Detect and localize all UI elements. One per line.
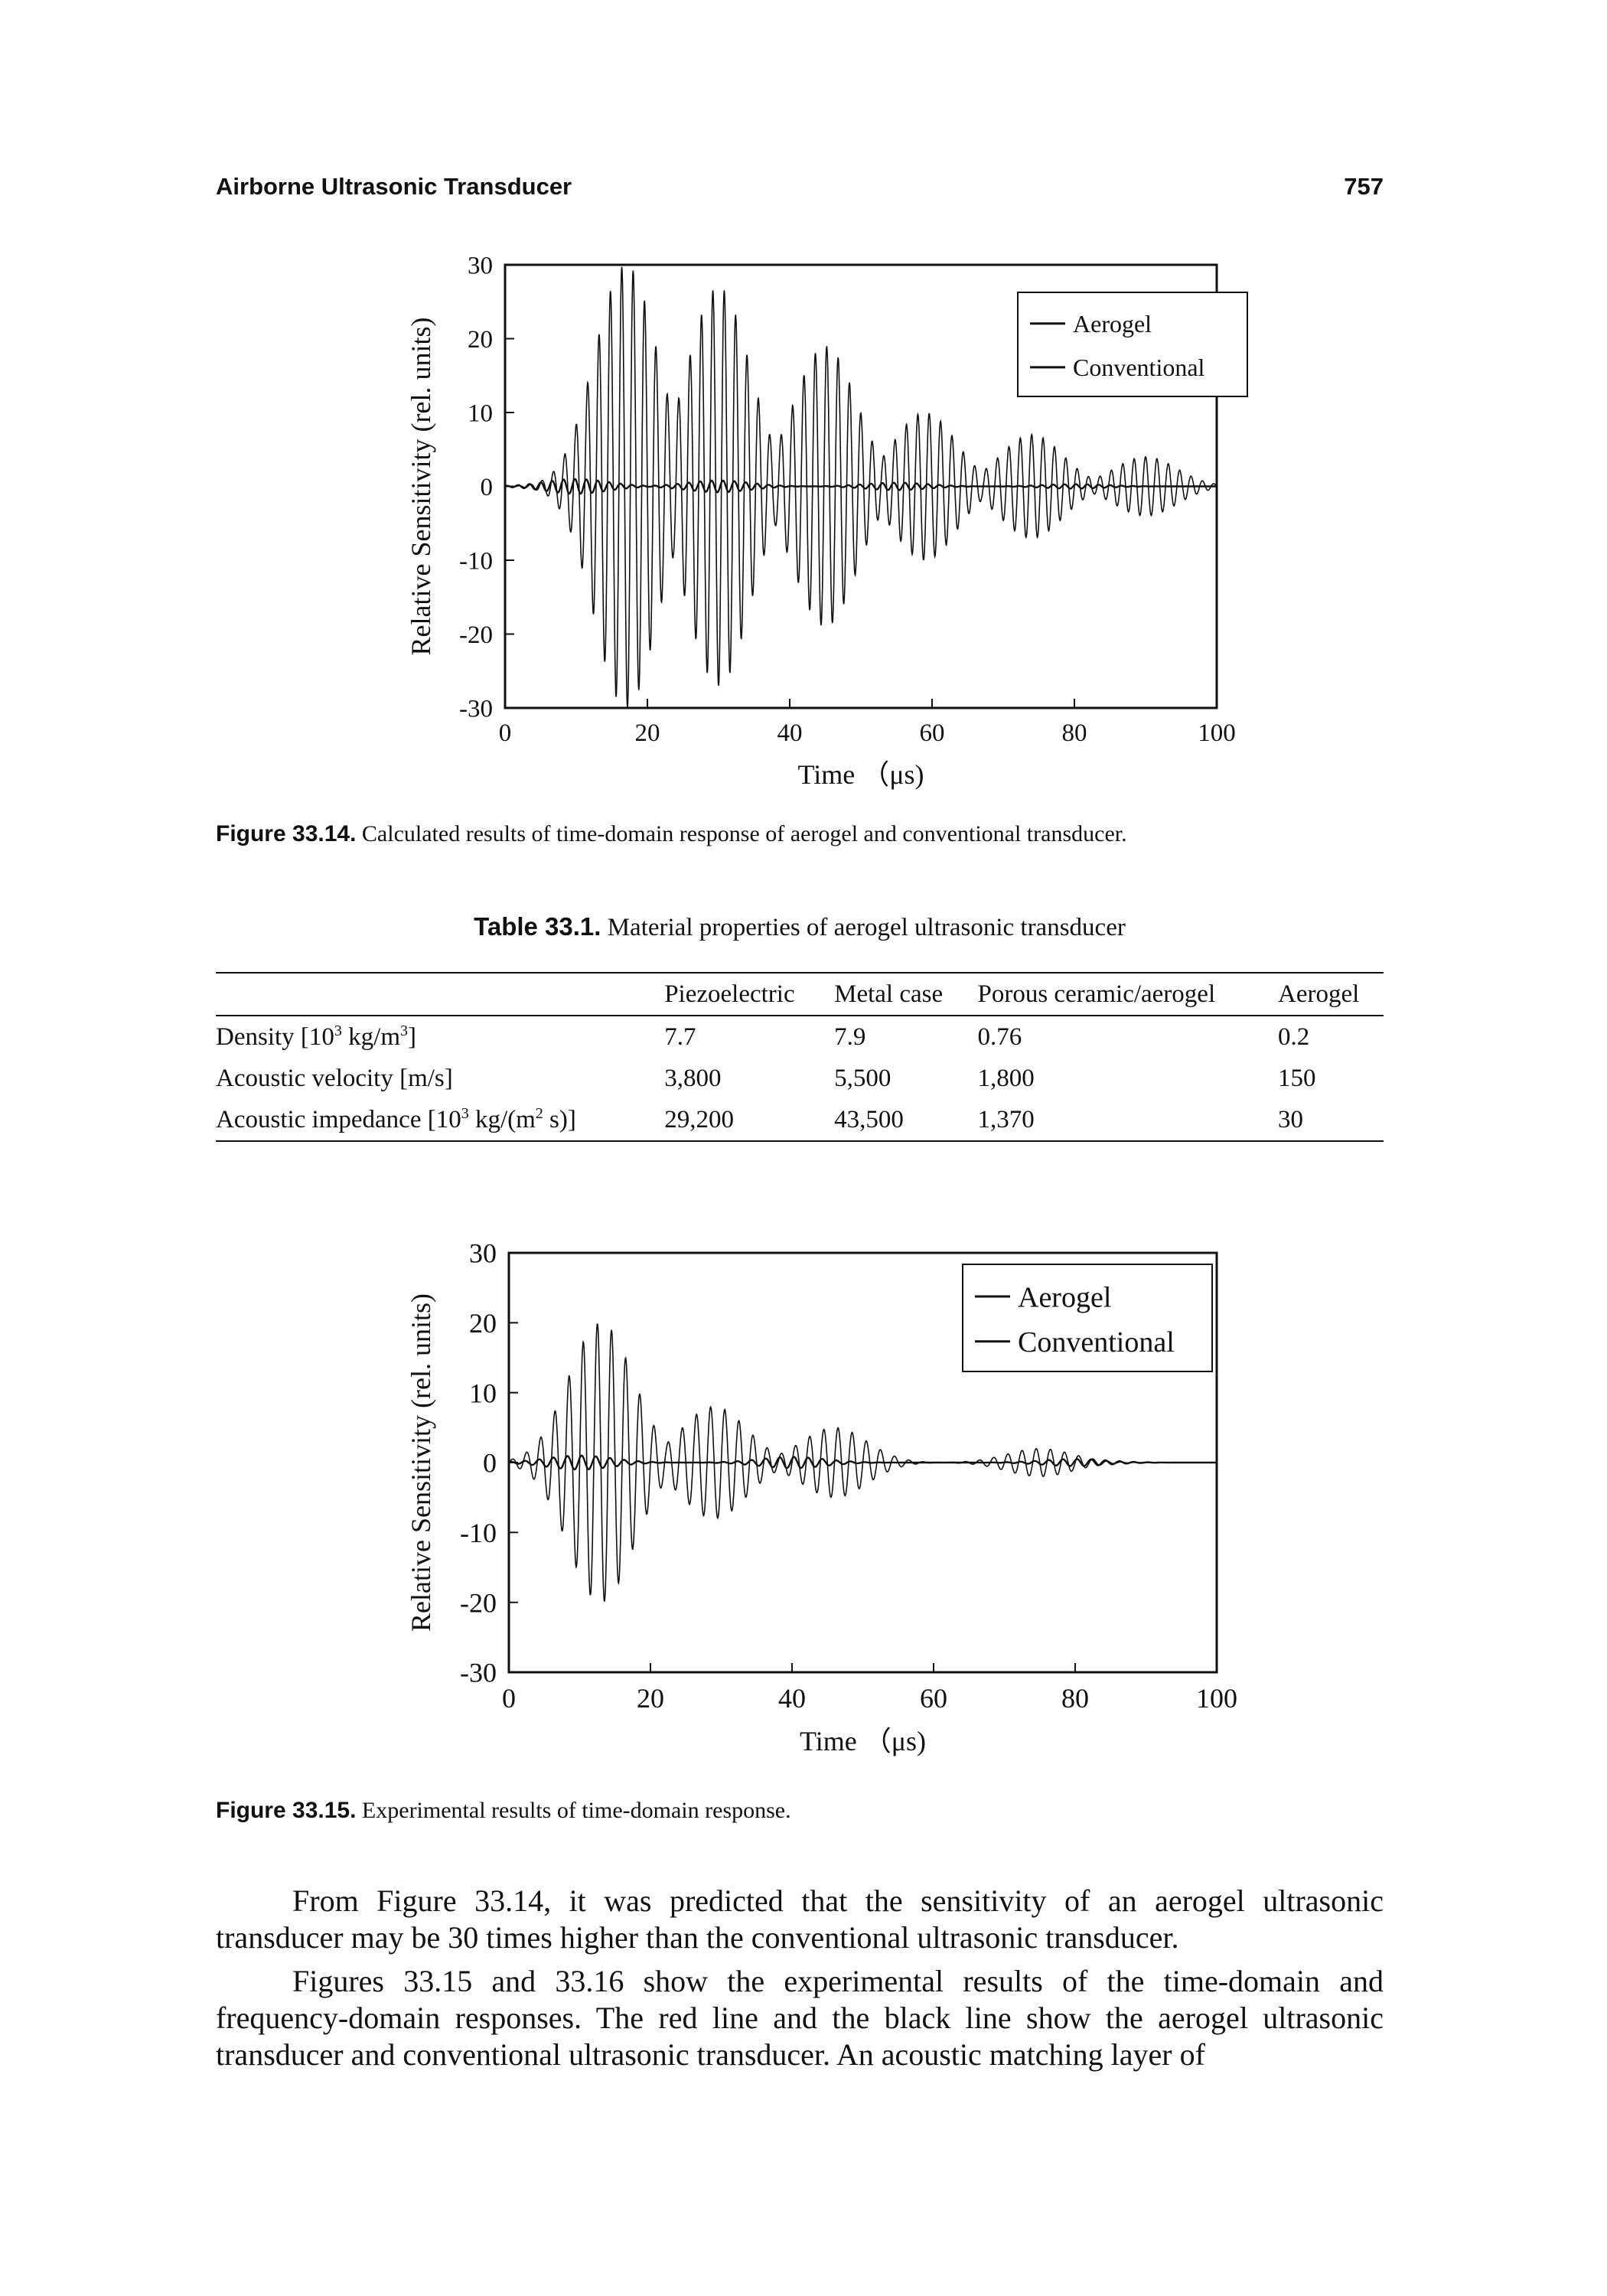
x-tick-label: 40 — [777, 719, 803, 747]
table-cell: 0.76 — [977, 1022, 1022, 1051]
body-paragraph: From Figure 33.14, it was predicted that… — [216, 1883, 1384, 1955]
y-tick-label: 0 — [481, 474, 494, 501]
table-cell: 43,500 — [834, 1105, 904, 1133]
y-tick-label: 30 — [468, 253, 493, 280]
x-tick-label: 80 — [1061, 1683, 1089, 1714]
x-tick-label: 60 — [920, 719, 945, 747]
y-axis-label: Relative Sensitivity (rel. units) — [406, 1293, 436, 1632]
series-line-aerogel — [505, 266, 1217, 708]
table-cell: 150 — [1278, 1064, 1316, 1092]
table-cell: 1,800 — [977, 1064, 1035, 1092]
x-tick-label: 20 — [635, 719, 660, 747]
running-title: Airborne Ultrasonic Transducer — [216, 173, 572, 200]
y-tick-label: -10 — [459, 548, 493, 576]
y-tick-label: 20 — [468, 326, 493, 354]
y-tick-label: -30 — [459, 696, 493, 723]
x-tick-label: 100 — [1196, 1683, 1237, 1714]
y-tick-label: 20 — [469, 1308, 497, 1339]
y-axis-label: Relative Sensitivity (rel. units) — [406, 318, 436, 656]
legend-entry: Aerogel — [1018, 1281, 1111, 1313]
series-line-conventional — [504, 478, 1217, 495]
material-properties-table: Piezoelectric Metal case Porous ceramic/… — [216, 972, 1384, 1142]
running-head: Airborne Ultrasonic Transducer 757 — [216, 173, 1384, 210]
x-tick-label: 40 — [778, 1683, 806, 1714]
figure-label: Figure 33.15. — [216, 1798, 357, 1823]
figure-33-15-caption: Figure 33.15. Experimental results of ti… — [216, 1795, 1384, 1825]
table-cell: 30 — [1278, 1105, 1304, 1133]
table-cell: 3,800 — [664, 1064, 722, 1092]
x-tick-label: 0 — [502, 1683, 516, 1714]
table-cell: 0.2 — [1278, 1022, 1310, 1051]
figure-caption-text: Experimental results of time-domain resp… — [361, 1798, 791, 1823]
table-header-row: Piezoelectric Metal case Porous ceramic/… — [216, 973, 1384, 1016]
legend-box — [1017, 292, 1248, 397]
body-paragraph: Figures 33.15 and 33.16 show the experim… — [216, 1964, 1384, 2072]
row-label: Acoustic velocity [m/s] — [216, 1064, 453, 1092]
figure-label: Figure 33.14. — [216, 821, 357, 846]
y-tick-label: -10 — [460, 1518, 497, 1548]
row-label: Acoustic impedance [103 kg/(m2 s)] — [216, 1104, 576, 1133]
column-header: Metal case — [834, 980, 944, 1008]
table-cell: 7.9 — [834, 1022, 866, 1051]
table-caption-text: Material properties of aerogel ultrasoni… — [607, 914, 1126, 941]
table-cell: 29,200 — [664, 1105, 734, 1133]
y-tick-label: -20 — [460, 1587, 497, 1618]
table-label: Table 33.1. — [474, 912, 601, 941]
x-tick-label: 0 — [499, 719, 512, 747]
column-header — [216, 973, 660, 1016]
column-header: Aerogel — [1278, 980, 1360, 1008]
table-row: Acoustic velocity [m/s] 3,800 5,500 1,80… — [216, 1058, 1384, 1099]
y-tick-label: -20 — [459, 621, 493, 649]
x-tick-label: 100 — [1198, 719, 1236, 747]
x-tick-label: 80 — [1062, 719, 1087, 747]
table-caption: Table 33.1. Material properties of aerog… — [216, 912, 1384, 942]
x-axis-label: Time （μs) — [800, 1726, 926, 1756]
figure-caption-text: Calculated results of time-domain respon… — [361, 821, 1127, 846]
x-axis-label: Time （μs) — [797, 759, 924, 790]
y-tick-label: 30 — [469, 1238, 497, 1269]
legend-box — [962, 1264, 1213, 1372]
y-tick-label: 10 — [468, 400, 493, 428]
y-tick-label: -30 — [460, 1658, 497, 1688]
column-header: Piezoelectric — [664, 980, 795, 1008]
table-cell: 5,500 — [834, 1064, 892, 1092]
y-tick-label: 0 — [483, 1448, 497, 1479]
table-cell: 7.7 — [664, 1022, 696, 1051]
x-tick-label: 60 — [920, 1683, 947, 1714]
y-tick-label: 10 — [469, 1378, 497, 1408]
legend-entry: Aerogel — [1073, 310, 1152, 338]
figure-33-14-caption: Figure 33.14. Calculated results of time… — [216, 819, 1384, 849]
legend-entry: Conventional — [1073, 354, 1205, 381]
table-row: Acoustic impedance [103 kg/(m2 s)] 29,20… — [216, 1099, 1384, 1141]
row-label: Density [103 kg/m3] — [216, 1022, 416, 1051]
x-tick-label: 20 — [637, 1683, 664, 1714]
column-header: Porous ceramic/aerogel — [977, 980, 1216, 1008]
table-row: Density [103 kg/m3] 7.7 7.9 0.76 0.2 — [216, 1016, 1384, 1058]
legend-entry: Conventional — [1018, 1326, 1175, 1358]
page-number: 757 — [1344, 173, 1384, 200]
series-line-conventional — [508, 1454, 1217, 1471]
table-cell: 1,370 — [977, 1105, 1035, 1133]
